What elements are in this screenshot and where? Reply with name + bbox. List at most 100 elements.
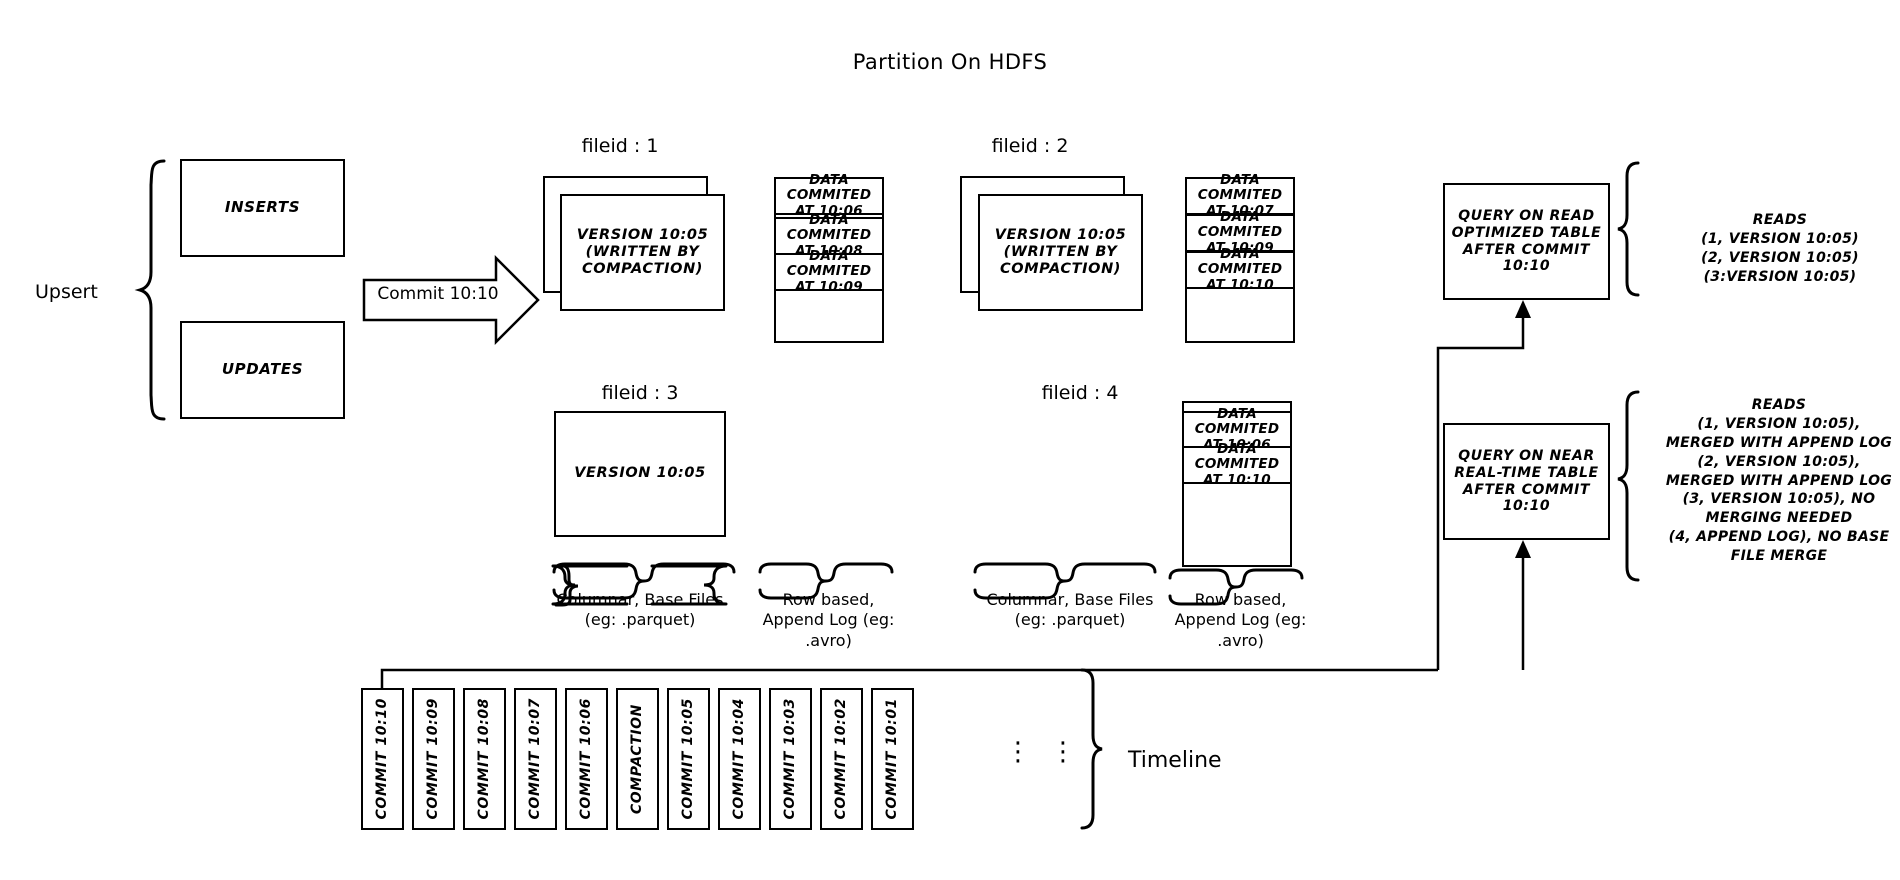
reads-line: (1, VERSION 10:05) [1701, 230, 1859, 247]
log-entry-line: AT 10:09 [795, 278, 863, 295]
caption-line: Row based, [782, 590, 875, 609]
timeline-item[interactable]: COMMIT 10:07 [514, 688, 557, 830]
query-line: QUERY ON READ [1458, 208, 1595, 225]
query-line: QUERY ON NEAR [1458, 448, 1595, 465]
base-file-line: (WRITTEN BY [585, 243, 700, 260]
page-title: Partition On HDFS [852, 50, 1048, 74]
caption-line: Columnar, Base Files [986, 590, 1154, 609]
timeline-item[interactable]: COMMIT 10:10 [361, 688, 404, 830]
fileid-3-label: fileid : 3 [601, 382, 679, 404]
base-file-line: VERSION 10:05 [576, 226, 709, 243]
fileid-1-log-entry: DATA COMMITED AT 10:09 [774, 249, 884, 294]
fileid-2-log-entry: DATA COMMITED AT 10:09 [1185, 210, 1295, 255]
query-read-optimized-box[interactable]: QUERY ON READ OPTIMIZED TABLE AFTER COMM… [1443, 183, 1610, 300]
upsert-label: Upsert [35, 281, 98, 303]
caption-line: .avro) [805, 630, 852, 650]
caption-line: (eg: .parquet) [584, 610, 696, 630]
reads-line: (3, VERSION 10:05), NO [1682, 491, 1876, 508]
fileid-4-log-entry: DATA COMMITED AT 10:10 [1182, 442, 1292, 487]
updates-box: UPDATES [180, 321, 345, 419]
reads-line: (3:VERSION 10:05) [1703, 268, 1857, 285]
log-entry-line: DATA COMMITED [1197, 246, 1283, 278]
reads-line: READS [1751, 397, 1807, 413]
log-entry-line: DATA COMMITED [1194, 406, 1280, 438]
commit-arrow-label: Commit 10:10 [377, 284, 499, 304]
timeline-item[interactable]: COMMIT 10:02 [820, 688, 863, 830]
commit-arrow[interactable] [362, 254, 540, 346]
reads-read-optimized: READS (1, VERSION 10:05) (2, VERSION 10:… [1655, 211, 1900, 287]
reads-line: READS [1752, 212, 1808, 228]
timeline-item[interactable]: COMMIT 10:09 [412, 688, 455, 830]
reads-line: (1, VERSION 10:05), [1697, 415, 1861, 432]
updates-label: UPDATES [221, 360, 304, 379]
brace-append-log-left-right [824, 562, 894, 583]
base-file-line: COMPACTION) [999, 261, 1122, 278]
inserts-label: INSERTS [224, 198, 301, 217]
reads-line: MERGING NEEDED [1705, 510, 1853, 527]
reads-near-realtime: READS (1, VERSION 10:05), MERGED WITH AP… [1650, 396, 1900, 566]
connector-timeline-to-queries [380, 668, 1438, 688]
query-line: OPTIMIZED TABLE [1451, 224, 1602, 241]
log-entry-line: DATA COMMITED [1194, 441, 1280, 473]
fileid-1-log-entry: DATA COMMITED AT 10:06 [774, 173, 884, 218]
log-entry-line: DATA COMMITED [786, 248, 872, 280]
timeline-item[interactable]: COMMIT 10:08 [463, 688, 506, 830]
log-entry-line: AT 10:10 [1203, 471, 1271, 488]
inserts-box: INSERTS [180, 159, 345, 257]
query-line: 10:10 [1502, 258, 1551, 275]
log-entry-line: AT 10:06 [795, 202, 863, 219]
log-entry-line: DATA COMMITED [1197, 172, 1283, 204]
log-entry-line: DATA COMMITED [786, 172, 872, 204]
query-line: 10:10 [1502, 498, 1551, 515]
timeline-item[interactable]: COMMIT 10:05 [667, 688, 710, 830]
brace-base-files-right [973, 562, 1066, 600]
brace-append-log-right-right [1234, 568, 1304, 589]
query-line: REAL-TIME TABLE [1454, 464, 1599, 481]
upsert-brace [134, 159, 166, 421]
query-line: AFTER COMMIT [1462, 481, 1591, 498]
brace-base-files-right-right [1063, 562, 1157, 583]
timeline-item-compaction[interactable]: COMPACTION [616, 688, 659, 830]
brace-append-log-right [1168, 568, 1237, 606]
timeline-item[interactable]: COMMIT 10:01 [871, 688, 914, 830]
fileid-2-log-entry: DATA COMMITED AT 10:10 [1185, 247, 1295, 292]
arrowhead-near-realtime [1515, 540, 1531, 558]
brace-append-log-left [758, 562, 827, 600]
reads-line: MERGED WITH APPEND LOG [1665, 472, 1893, 489]
timeline-item[interactable]: COMMIT 10:06 [565, 688, 608, 830]
caption-columnar-right: Columnar, Base Files (eg: .parquet) [930, 590, 1210, 631]
brace-timeline [1080, 668, 1103, 830]
caption-line: Append Log (eg: [762, 610, 895, 630]
query-near-realtime-box[interactable]: QUERY ON NEAR REAL-TIME TABLE AFTER COMM… [1443, 423, 1610, 540]
reads-line: MERGED WITH APPEND LOG [1665, 434, 1893, 451]
brace-reads-near-realtime [1617, 390, 1640, 582]
reads-line: (2, VERSION 10:05) [1701, 249, 1859, 266]
timeline-item[interactable]: COMMIT 10:03 [769, 688, 812, 830]
caption-line: (eg: .parquet) [1014, 610, 1126, 630]
query-line: AFTER COMMIT [1462, 241, 1591, 258]
caption-rowlog-left: Row based, Append Log (eg: .avro) [736, 590, 921, 651]
timeline-label: Timeline [1128, 748, 1222, 773]
fileid-2-base-file: VERSION 10:05 (WRITTEN BY COMPACTION) [978, 194, 1143, 311]
fileid-2-label: fileid : 2 [991, 135, 1069, 157]
reads-line: FILE MERGE [1730, 548, 1828, 565]
arrowhead-read-optimized [1515, 300, 1531, 318]
fileid-1-base-file: VERSION 10:05 (WRITTEN BY COMPACTION) [560, 194, 725, 311]
brace-columnar-left-shape [554, 564, 579, 607]
fileid-4-label: fileid : 4 [1041, 382, 1119, 404]
log-entry-line: AT 10:10 [1206, 276, 1274, 293]
fileid-1-label: fileid : 1 [581, 135, 659, 157]
fileid-3-base-file: VERSION 10:05 [554, 411, 726, 537]
reads-line: (2, VERSION 10:05), [1697, 453, 1861, 470]
base-file-line: VERSION 10:05 [574, 465, 706, 482]
connector-rail-vertical [1436, 316, 1525, 670]
caption-line: .avro) [1217, 630, 1264, 650]
caption-line: Append Log (eg: [1174, 610, 1307, 630]
caption-rowlog-right: Row based, Append Log (eg: .avro) [1148, 590, 1333, 651]
base-file-line: (WRITTEN BY [1003, 243, 1118, 260]
timeline-item[interactable]: COMMIT 10:04 [718, 688, 761, 830]
fileid-4-log-entry: DATA COMMITED AT 10:06 [1182, 407, 1292, 452]
brace-base-files-left-right [642, 562, 736, 583]
